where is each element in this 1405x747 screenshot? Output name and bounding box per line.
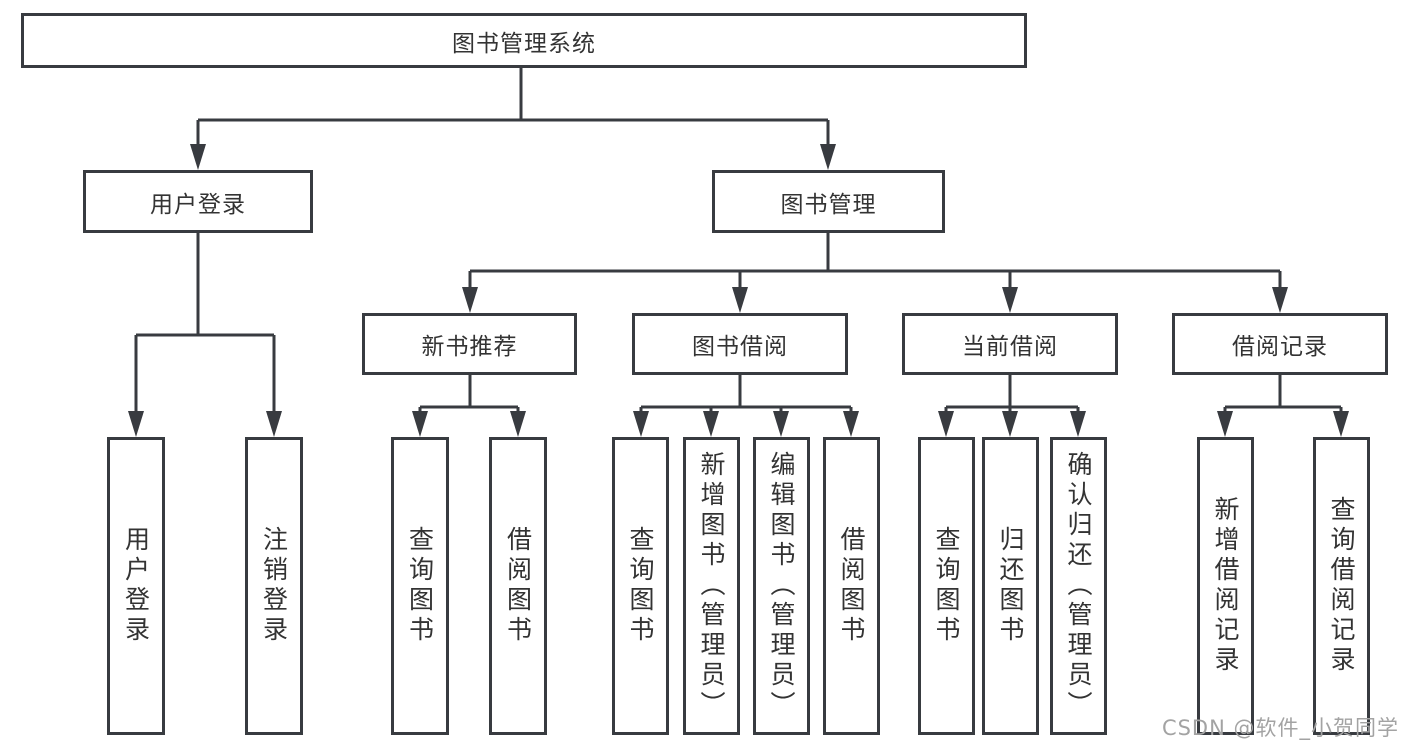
leaf-label: 注销登录 xyxy=(259,526,289,646)
arrowheads xyxy=(128,144,1349,437)
leaf-label: 编辑图书（管理员） xyxy=(767,451,796,721)
leaf-label: 确认归还（管理员） xyxy=(1064,451,1093,721)
leaf-label: 查询图书 xyxy=(932,526,961,646)
node-user-login: 用户登录 xyxy=(83,170,313,233)
leaf-label: 查询图书 xyxy=(405,526,435,646)
node-new-book-recommend: 新书推荐 xyxy=(362,313,577,375)
leaf-label: 新增图书（管理员） xyxy=(697,451,726,721)
leaf-label: 用户登录 xyxy=(121,526,151,646)
leaf-label: 查询借阅记录 xyxy=(1327,496,1356,676)
leaf-borrow-edit-books-admin: 编辑图书（管理员） xyxy=(753,437,810,735)
leaf-recommend-query-books: 查询图书 xyxy=(391,437,449,735)
leaf-logout: 注销登录 xyxy=(245,437,303,735)
leaf-label: 借阅图书 xyxy=(503,526,533,646)
node-borrow-records: 借阅记录 xyxy=(1172,313,1388,375)
leaf-label: 归还图书 xyxy=(996,526,1025,646)
leaf-records-add-borrow-record: 新增借阅记录 xyxy=(1197,437,1254,735)
csdn-watermark: CSDN @软件_小贺同学 xyxy=(1161,716,1399,740)
node-book-borrow: 图书借阅 xyxy=(632,313,848,375)
leaf-borrow-borrow-books: 借阅图书 xyxy=(823,437,880,735)
leaf-borrow-add-books-admin: 新增图书（管理员） xyxy=(683,437,740,735)
leaf-borrow-query-books: 查询图书 xyxy=(612,437,669,735)
leaf-recommend-borrow-books: 借阅图书 xyxy=(489,437,547,735)
leaf-current-return-books: 归还图书 xyxy=(982,437,1039,735)
leaf-current-confirm-return-admin: 确认归还（管理员） xyxy=(1050,437,1107,735)
leaf-user-login: 用户登录 xyxy=(107,437,165,735)
node-root-system: 图书管理系统 xyxy=(21,13,1027,68)
leaf-label: 新增借阅记录 xyxy=(1211,496,1240,676)
leaf-current-query-books: 查询图书 xyxy=(918,437,975,735)
leaf-label: 查询图书 xyxy=(626,526,655,646)
node-current-borrow: 当前借阅 xyxy=(902,313,1118,375)
leaf-label: 借阅图书 xyxy=(837,526,866,646)
leaf-records-query-borrow-record: 查询借阅记录 xyxy=(1313,437,1370,735)
node-book-management: 图书管理 xyxy=(712,170,945,233)
